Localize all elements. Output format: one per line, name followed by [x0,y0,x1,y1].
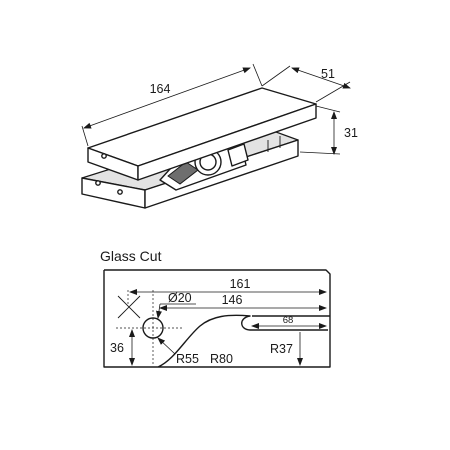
dimension-radius-right: R37 [270,332,303,366]
glass-cut-outline [103,269,331,368]
dimension-hole-diameter: Ø20 [156,291,196,319]
glass-clamp-3d-view: 164 51 31 [81,63,358,209]
dimension-depth: 51 [261,65,351,103]
top-screw-hole-icon [101,153,107,159]
bottom-screw-hole-icon [117,189,123,195]
dimension-radius-curve: R55 R80 [157,337,233,366]
bottom-screw-hole-icon [95,180,101,186]
dimension-height-label: 31 [344,126,358,140]
dimension-height: 31 [299,105,358,155]
dimension-inner-width: 146 [159,293,327,311]
dimension-radius-curve-label: R80 [210,352,233,366]
glass-cut-title: Glass Cut [100,248,162,264]
dimension-hole-height: 36 [110,329,135,366]
dimension-depth-label: 51 [321,67,335,81]
dimension-length: 164 [81,63,263,147]
glass-cut-view: Glass Cut 161 146 Ø20 6 [100,248,331,368]
dimension-total-width-label: 161 [230,277,251,291]
dimension-bottom-segment-label: 68 [283,315,294,326]
dimension-radius-right-label: R37 [270,342,293,356]
dimension-radius-left-label: R55 [176,352,199,366]
dimension-inner-width-label: 146 [222,293,243,307]
dimension-total-width: 161 [127,277,327,304]
dimension-hole-diameter-label: Ø20 [168,291,192,305]
dimension-hole-height-label: 36 [110,341,124,355]
dimension-bottom-segment: 68 [251,315,327,329]
dimension-length-label: 164 [150,82,171,96]
